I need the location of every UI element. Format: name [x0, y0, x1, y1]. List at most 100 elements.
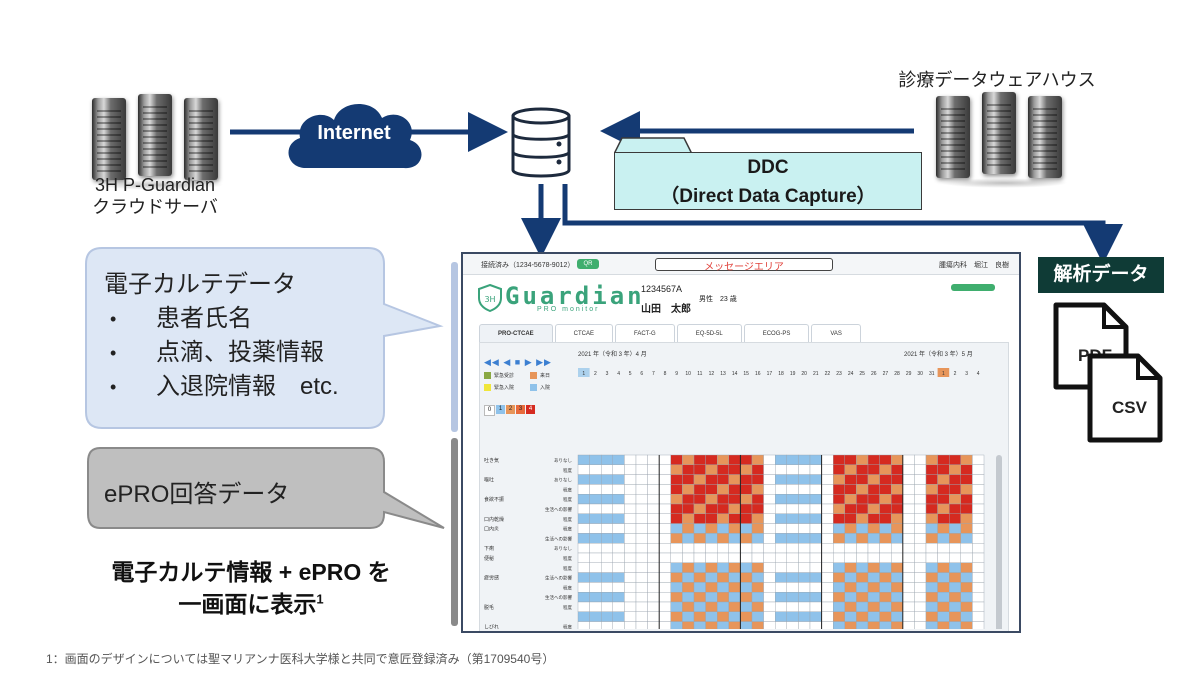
grid-cell — [670, 611, 683, 622]
grid-cell — [972, 493, 985, 505]
guardian-logo-icon: 3H — [478, 284, 502, 312]
grid-cell — [716, 474, 729, 485]
grid-cell — [937, 474, 950, 485]
grid-cell — [960, 562, 973, 573]
grid-cell — [856, 582, 869, 593]
grid-cell — [763, 493, 776, 505]
grid-cell — [728, 591, 741, 603]
grid-cell — [600, 591, 613, 603]
grid-cell — [728, 621, 741, 629]
grid-cell — [624, 611, 637, 622]
grid-cell — [902, 611, 915, 622]
grid-cell — [635, 611, 648, 622]
grid-cell — [821, 464, 834, 475]
day-number: 19 — [790, 371, 796, 377]
grid-cell — [728, 454, 741, 466]
detail-button[interactable] — [951, 284, 995, 291]
grid-cell — [960, 474, 973, 485]
tab-ctcae[interactable]: CTCAE — [554, 324, 614, 343]
grid-cell — [647, 484, 660, 495]
grid-cell — [751, 503, 764, 515]
grid-cell — [775, 493, 788, 505]
grid-cell — [786, 582, 799, 593]
grid-cell — [960, 591, 973, 603]
grid-cell — [867, 611, 880, 622]
grid-cell — [716, 503, 729, 515]
grid-cell — [647, 493, 660, 505]
grid-cell — [925, 611, 938, 622]
day-number: 16 — [755, 371, 761, 377]
grid-cell — [577, 542, 590, 554]
tab-eq-5d-5l[interactable]: EQ-5D-5L — [676, 324, 742, 343]
grid-cell — [763, 454, 776, 466]
grid-cell — [728, 503, 741, 515]
grid-cell — [740, 503, 753, 515]
emr-item-medication: 点滴、投薬情報 — [156, 339, 324, 366]
grid-cell — [670, 601, 683, 613]
playback-controls[interactable]: ◀◀ ◀ ■ ▶ ▶▶ — [484, 357, 552, 367]
tab-vas[interactable]: VAS — [811, 324, 861, 343]
severity-1: 1 — [496, 405, 505, 414]
grid-cell — [589, 591, 602, 603]
grid-cell — [949, 513, 962, 524]
grid-cell — [658, 454, 671, 466]
grid-cell — [670, 474, 683, 485]
screen-status-bar: 接続済み（1234-5678-9012） QR メッセージエリア 腫瘍内科 堀江… — [463, 254, 1019, 275]
grid-cell — [612, 611, 625, 622]
grid-cell — [763, 601, 776, 613]
grid-cell — [705, 591, 718, 603]
day-number: 24 — [848, 371, 854, 377]
grid-cell — [600, 513, 613, 524]
grid-cell — [716, 611, 729, 622]
grid-cell — [693, 474, 706, 485]
grid-cell — [879, 621, 892, 629]
grid-cell — [600, 621, 613, 629]
grid-cell — [716, 572, 729, 583]
grid-cell — [612, 523, 625, 534]
grid-cell — [635, 493, 648, 505]
db-to-analysis-arrow — [562, 184, 1123, 264]
grid-cell — [949, 611, 962, 622]
grid-cell — [705, 493, 718, 505]
epro-callout-bubble — [87, 447, 445, 529]
grid-cell — [600, 562, 613, 573]
grid-cell — [833, 493, 846, 505]
grid-cell — [902, 493, 915, 505]
grid-cell — [867, 562, 880, 573]
grid-cell — [821, 493, 834, 505]
grid-cell — [600, 493, 613, 505]
grid-cell — [682, 552, 695, 564]
grid-cell — [589, 621, 602, 629]
day-number: 4 — [617, 371, 620, 377]
grid-cell — [949, 552, 962, 564]
grid-cell — [763, 562, 776, 573]
grid-cell — [844, 582, 857, 593]
grid-cell — [682, 474, 695, 485]
qr-button[interactable]: QR — [577, 259, 599, 269]
grid-cell — [589, 542, 602, 554]
grid-cell — [682, 493, 695, 505]
grid-cell — [937, 591, 950, 603]
tab-fact-g[interactable]: FACT-G — [615, 324, 675, 343]
grid-cell — [949, 493, 962, 505]
grid-cell — [612, 582, 625, 593]
tab-pro-ctcae[interactable]: PRO-CTCAE — [479, 324, 553, 343]
grid-cell — [624, 591, 637, 603]
grid-cell — [902, 503, 915, 515]
grid-cell — [891, 523, 904, 534]
grid-cell — [682, 533, 695, 544]
grid-cell — [821, 513, 834, 524]
grid-cell — [740, 552, 753, 564]
grid-cell — [833, 533, 846, 544]
grid-cell — [925, 572, 938, 583]
grid-cell — [740, 454, 753, 466]
tab-ecog-ps[interactable]: ECOG-PS — [743, 324, 810, 343]
patient-info: 男性 23 歳 — [699, 296, 737, 303]
grid-cell — [693, 562, 706, 573]
grid-cell — [833, 523, 846, 534]
legend: 緊急受診来日 緊急入院入院 — [484, 369, 574, 393]
grid-cell — [844, 611, 857, 622]
grid-cell — [740, 533, 753, 544]
grid-cell — [670, 572, 683, 583]
grid-cell — [856, 601, 869, 613]
